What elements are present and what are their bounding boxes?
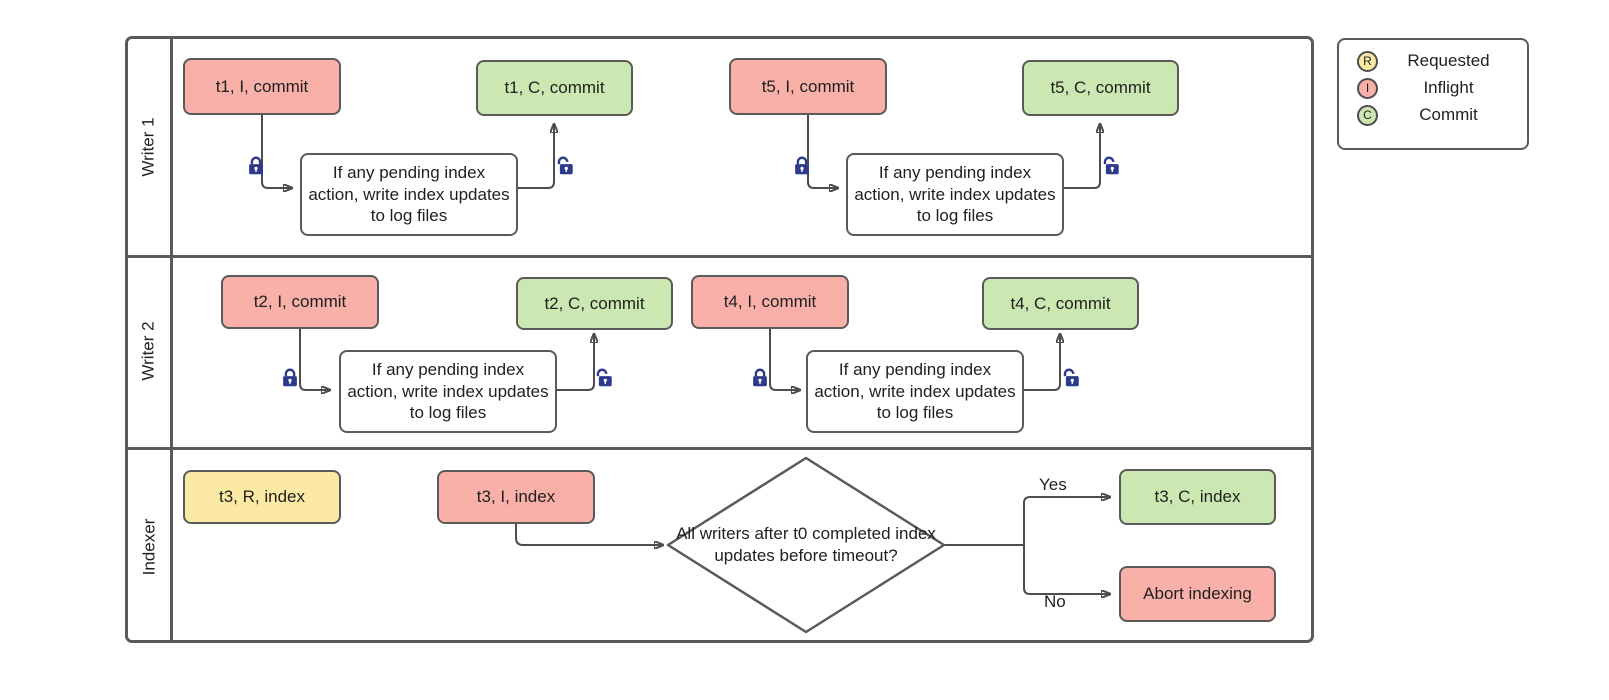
- node-w2-t4-commit[interactable]: t4, C, commit: [982, 277, 1139, 330]
- node-w2-t4-inflight[interactable]: t4, I, commit: [691, 275, 849, 329]
- lock-open-icon: [1059, 367, 1081, 389]
- legend-item-requested: R Requested: [1357, 48, 1527, 74]
- node-w2-t2-commit[interactable]: t2, C, commit: [516, 277, 673, 330]
- node-w2-t2-inflight-label: t2, I, commit: [253, 292, 347, 312]
- node-indexer-abort-label: Abort indexing: [1143, 584, 1252, 604]
- lock-closed-icon: [279, 367, 301, 389]
- node-w1-task-2[interactable]: If any pending index action, write index…: [846, 153, 1064, 236]
- lane-label-writer-1-text: Writer 1: [139, 117, 159, 177]
- lock-open-icon: [592, 367, 614, 389]
- status-badge-requested-letter: R: [1363, 54, 1372, 68]
- lane-divider-2: [128, 447, 1311, 450]
- lock-closed-icon: [245, 155, 267, 177]
- node-indexer-t3-commit[interactable]: t3, C, index: [1119, 469, 1276, 525]
- node-indexer-t3-requested[interactable]: t3, R, index: [183, 470, 341, 524]
- lock-open-icon: [1099, 155, 1121, 177]
- lane-label-writer-1: Writer 1: [128, 39, 170, 255]
- node-indexer-t3-requested-label: t3, R, index: [219, 487, 305, 507]
- node-w2-task-2[interactable]: If any pending index action, write index…: [806, 350, 1024, 433]
- lane-label-indexer-text: Indexer: [139, 518, 159, 575]
- node-w2-t2-inflight[interactable]: t2, I, commit: [221, 275, 379, 329]
- node-w1-task-2-label: If any pending index action, write index…: [854, 162, 1056, 226]
- lane-label-column-divider: [170, 39, 173, 640]
- node-w2-t4-commit-label: t4, C, commit: [1010, 293, 1111, 313]
- legend-item-commit: C Commit: [1357, 102, 1527, 128]
- node-w1-t1-inflight[interactable]: t1, I, commit: [183, 58, 341, 115]
- lock-closed-icon: [749, 367, 771, 389]
- lock-open-icon: [553, 155, 575, 177]
- node-w1-task-1[interactable]: If any pending index action, write index…: [300, 153, 518, 236]
- legend-item-inflight: I Inflight: [1357, 75, 1527, 101]
- status-badge-inflight-icon: I: [1357, 77, 1378, 99]
- legend-label-inflight: Inflight: [1423, 78, 1474, 97]
- edge-label-no: No: [1044, 592, 1066, 611]
- lane-label-indexer: Indexer: [128, 447, 170, 646]
- node-w2-task-1-label: If any pending index action, write index…: [347, 359, 549, 423]
- node-w2-t4-inflight-label: t4, I, commit: [723, 292, 817, 312]
- status-badge-inflight-letter: I: [1365, 81, 1370, 95]
- node-indexer-t3-inflight-label: t3, I, index: [476, 487, 556, 507]
- node-w2-task-1[interactable]: If any pending index action, write index…: [339, 350, 557, 433]
- status-badge-commit-icon: C: [1357, 104, 1378, 126]
- node-w1-t5-inflight[interactable]: t5, I, commit: [729, 58, 887, 115]
- node-w1-t5-commit-label: t5, C, commit: [1050, 78, 1151, 98]
- edge-label-yes: Yes: [1039, 475, 1067, 494]
- node-indexer-decision[interactable]: All writers after t0 completed index upd…: [665, 455, 947, 635]
- node-w1-t5-commit[interactable]: t5, C, commit: [1022, 60, 1179, 116]
- node-w1-task-1-label: If any pending index action, write index…: [308, 162, 510, 226]
- legend-label-requested: Requested: [1407, 51, 1490, 70]
- node-indexer-t3-commit-label: t3, C, index: [1154, 487, 1241, 507]
- lock-closed-icon: [791, 155, 813, 177]
- node-w1-t1-inflight-label: t1, I, commit: [215, 76, 309, 96]
- lane-label-writer-2-text: Writer 2: [139, 321, 159, 381]
- status-badge-requested-icon: R: [1357, 50, 1378, 72]
- node-w1-t5-inflight-label: t5, I, commit: [761, 76, 855, 96]
- node-w1-t1-commit-label: t1, C, commit: [504, 78, 605, 98]
- status-badge-commit-letter: C: [1363, 108, 1372, 122]
- node-indexer-abort[interactable]: Abort indexing: [1119, 566, 1276, 622]
- legend-label-commit: Commit: [1419, 105, 1478, 124]
- lane-divider-1: [128, 255, 1311, 258]
- node-indexer-t3-inflight[interactable]: t3, I, index: [437, 470, 595, 524]
- node-w1-t1-commit[interactable]: t1, C, commit: [476, 60, 633, 116]
- node-w2-task-2-label: If any pending index action, write index…: [814, 359, 1016, 423]
- lane-label-writer-2: Writer 2: [128, 255, 170, 447]
- node-w2-t2-commit-label: t2, C, commit: [544, 293, 645, 313]
- legend-panel: R Requested I Inflight C Commit: [1337, 38, 1529, 150]
